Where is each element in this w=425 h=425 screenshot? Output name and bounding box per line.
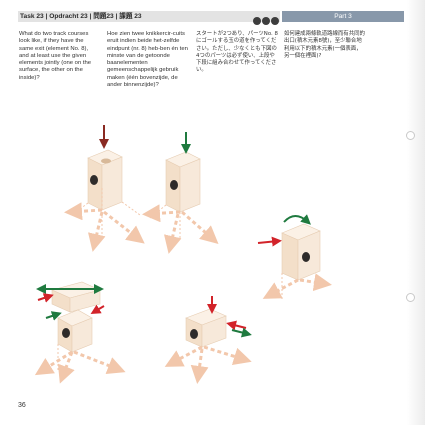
difficulty-dot-icon [253, 17, 261, 25]
track-block-element [257, 214, 332, 300]
track-block-element [64, 125, 145, 252]
part-label: Part 3 [282, 11, 404, 22]
task-title: Task 23 | Opdracht 23 | 問題23 | 課題 23 [20, 13, 142, 20]
difficulty-dot-icon [262, 17, 270, 25]
instruction-english: What do two track courses look like, if … [19, 31, 92, 81]
page-number: 36 [18, 402, 26, 409]
page-fold-shadow [407, 0, 425, 425]
instruction-chinese: 如何建成兩條軌道路線而有共同的出口(積木元素8號)，至少聯合地利用以下的積木元素… [284, 31, 365, 59]
instruction-dutch: Hoe zien twee knikkercir-cuits eruit ind… [107, 31, 188, 89]
track-block-element [142, 132, 219, 254]
track-block-element [164, 296, 252, 384]
difficulty-dot-icon [271, 17, 279, 25]
task-header-bar [18, 11, 280, 22]
difficulty-dots [253, 12, 280, 30]
binder-hole [406, 293, 415, 302]
binder-hole [406, 131, 415, 140]
instruction-japanese: スタートが2つあり、パーツNo. 8にゴールする玉の道を作ってください。ただし、… [196, 31, 278, 74]
track-block-element [34, 281, 126, 384]
